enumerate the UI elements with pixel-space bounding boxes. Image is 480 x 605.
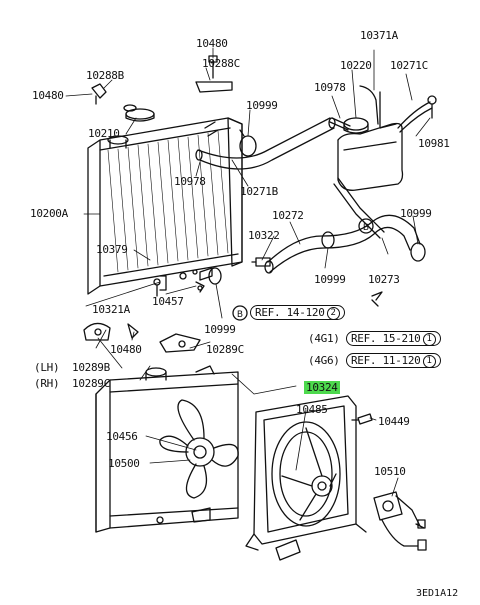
diagram-code: 3ED1A12 [416, 588, 459, 599]
hose-10978-right [329, 117, 351, 131]
hose-10271c [397, 101, 433, 133]
ref-num-circle: 1 [422, 354, 436, 368]
shroud-10324 [245, 395, 367, 561]
reserve-tank [337, 91, 404, 191]
mount-10288B [91, 83, 137, 112]
label-10289B: 10289B [72, 361, 110, 374]
highlight-10324[interactable]: 10324 [304, 381, 340, 394]
label-10271C: 10271C [390, 59, 428, 72]
ref-engine-4g6: (4G6) [308, 354, 340, 367]
radiator-upper [87, 108, 243, 297]
label-10978-left: 10978 [174, 175, 206, 188]
label-10999-right: 10999 [400, 207, 432, 220]
marker-b-right [358, 218, 374, 234]
fan-10500 [159, 399, 239, 499]
label-lh: (LH) [34, 361, 60, 374]
ref-text-15-210: REF. 15-210 [350, 332, 421, 345]
label-10978-right: 10978 [314, 81, 346, 94]
label-10289C: 10289C [206, 343, 244, 356]
label-10480-top: 10480 [196, 37, 228, 50]
label-10273: 10273 [368, 273, 400, 286]
label-10500: 10500 [108, 457, 140, 470]
label-10485: 10485 [296, 403, 328, 416]
label-10456: 10456 [106, 430, 138, 443]
label-rh: (RH) [34, 377, 60, 390]
label-10288B: 10288B [86, 69, 124, 82]
label-10999-mid: 10999 [314, 273, 346, 286]
label-10289C-low: 10289C [72, 377, 110, 390]
ref-num-circle: 1 [422, 332, 436, 346]
label-10480-low: 10480 [110, 343, 142, 356]
ref-num-circle: 2 [326, 306, 340, 320]
marker-b-right-letter: B [363, 223, 369, 233]
label-10220: 10220 [340, 59, 372, 72]
clamp-10999-low [208, 267, 222, 285]
bolt-10449 [351, 413, 373, 425]
clamp-10999-right [410, 242, 426, 262]
bolt-10480-low [127, 323, 139, 339]
mount-10289C [83, 322, 201, 353]
label-10271B: 10271B [240, 185, 278, 198]
marker-b-left-letter: B [237, 310, 243, 320]
label-10322: 10322 [248, 229, 280, 242]
label-10321A: 10321A [92, 303, 130, 316]
label-10210: 10210 [88, 127, 120, 140]
ref-text-14-120: REF. 14-120 [255, 306, 325, 319]
clip-10981 [427, 95, 437, 105]
label-10379: 10379 [96, 243, 128, 256]
ref-engine-4g1: (4G1) [308, 332, 340, 345]
label-10457: 10457 [152, 295, 184, 308]
label-10324-highlighted[interactable]: 10324 [304, 381, 340, 394]
label-10288C-top: 10288C [202, 57, 240, 70]
label-10449: 10449 [378, 415, 410, 428]
label-10272: 10272 [272, 209, 304, 222]
label-10999-top: 10999 [246, 99, 278, 112]
part-10457 [195, 281, 205, 293]
upper-hose-10271B [195, 117, 336, 170]
marker-b-left [232, 305, 248, 321]
clamp-10999-mid [321, 231, 335, 249]
connector-10510 [373, 491, 427, 551]
label-10981: 10981 [418, 137, 450, 150]
hose-10371a [359, 85, 379, 125]
label-10200A: 10200A [30, 207, 68, 220]
part-10321A [159, 275, 167, 291]
label-10480-left: 10480 [32, 89, 64, 102]
label-10999-low: 10999 [204, 323, 236, 336]
ref-text-11-120: REF. 11-120 [350, 354, 421, 367]
label-10510: 10510 [374, 465, 406, 478]
lower-hose-10273 [264, 214, 421, 274]
label-10371A: 10371A [360, 29, 398, 42]
